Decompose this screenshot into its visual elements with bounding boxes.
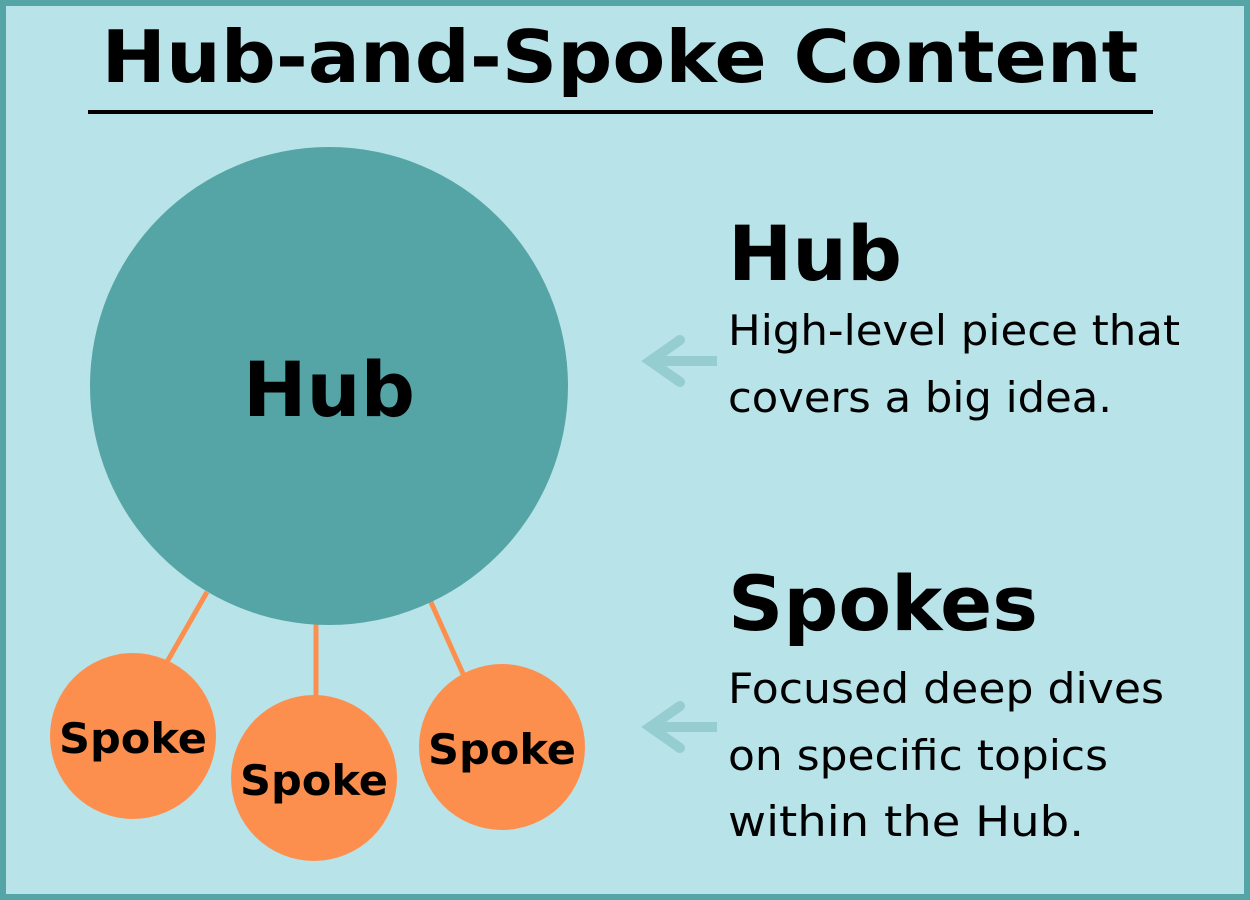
arrow-left-icon bbox=[641, 335, 717, 387]
spoke-label: Spoke bbox=[240, 756, 388, 805]
spokes-description-line: Focused deep dives bbox=[728, 664, 1164, 713]
spokes-description-line: on specific topics bbox=[728, 731, 1108, 780]
spoke-circle bbox=[419, 664, 585, 830]
hub-heading: Hub bbox=[728, 209, 902, 298]
page-title: Hub-and-Spoke Content bbox=[102, 15, 1139, 99]
spokes-heading: Spokes bbox=[728, 559, 1038, 648]
hub-label: Hub bbox=[243, 345, 415, 434]
hub-description-line: covers a big idea. bbox=[728, 373, 1112, 422]
spoke-connector bbox=[427, 598, 467, 678]
spoke-circle bbox=[50, 653, 216, 819]
spoke-label: Spoke bbox=[428, 725, 576, 774]
spokes-description-line: within the Hub. bbox=[728, 797, 1084, 846]
spoke-label: Spoke bbox=[59, 714, 207, 763]
arrow-left-icon bbox=[641, 701, 717, 753]
spoke-connector bbox=[164, 590, 210, 664]
hub-circle bbox=[90, 147, 568, 625]
spoke-circle bbox=[231, 695, 397, 861]
hub-description-line: High-level piece that bbox=[728, 306, 1180, 355]
